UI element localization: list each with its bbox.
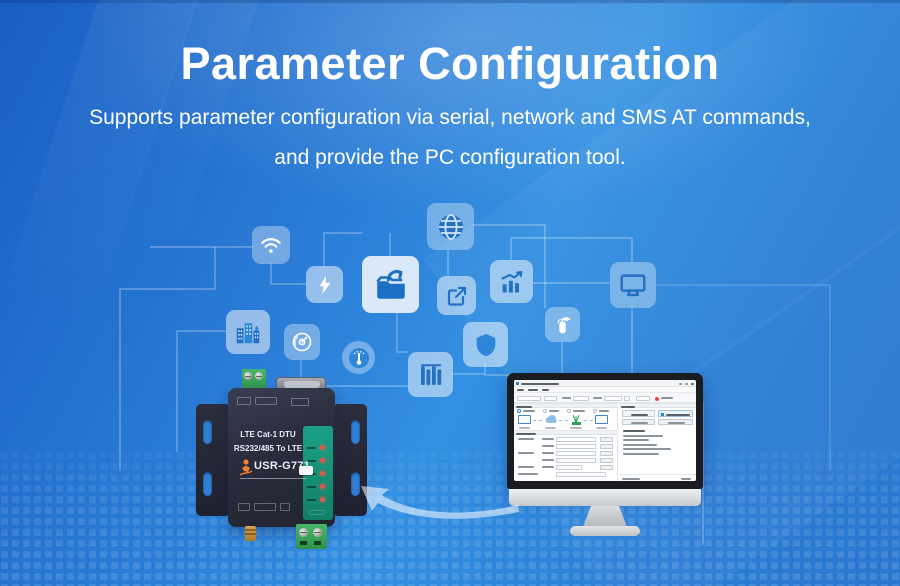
spinner: [624, 395, 630, 401]
gauge-icon: [284, 324, 320, 360]
thermometer-icon: [342, 341, 375, 374]
stopbit-select: [604, 395, 622, 401]
port-status-dot: [655, 396, 659, 401]
set-button: [600, 436, 613, 442]
heartbeat-input: [556, 464, 582, 470]
socket-a-addr-input: [556, 436, 596, 442]
globe-icon: [427, 203, 474, 250]
subtitle-line-1: Supports parameter configuration via ser…: [89, 106, 811, 129]
exit-config-button: [658, 419, 693, 425]
led-pwr: [320, 445, 325, 450]
socket-b-port-input: [556, 457, 596, 463]
set-button: [600, 450, 613, 456]
app-titlebar: [514, 380, 696, 387]
folder-upload-icon: [362, 256, 419, 313]
maximize-icon: [685, 382, 688, 385]
led-work: [320, 458, 325, 463]
settings-panel: [514, 403, 618, 481]
pc-node-icon: [518, 415, 531, 424]
shield-icon: [463, 322, 508, 367]
lightning-icon: [306, 266, 343, 303]
app-icon: [516, 382, 519, 385]
app-toolbar: [514, 393, 696, 403]
device-right-flange: [333, 404, 367, 516]
radio-mode-3: [567, 409, 571, 413]
device-model: USR-G771: [254, 460, 311, 472]
device-left-flange: [196, 404, 230, 516]
led-net: [320, 471, 325, 476]
set-button: [600, 457, 613, 463]
extinguisher-icon: [545, 307, 580, 342]
external-link-icon: [437, 276, 476, 315]
monitor-icon: [610, 262, 656, 308]
app-title-text: [521, 382, 559, 385]
set-button: [600, 443, 613, 449]
piano-keys-icon: [408, 352, 453, 397]
radio-mode-1: [517, 409, 521, 413]
lte-badge: [299, 466, 313, 475]
wifi-icon: [252, 226, 290, 264]
dtu-node-icon: [572, 414, 581, 425]
top-edge-shade: [0, 0, 900, 3]
power-terminal-block: [296, 524, 327, 549]
device-label-line1: LTE Cat-1 DTU: [240, 430, 296, 439]
config-tool-screenshot: [514, 380, 696, 481]
device-label-line2: RS232/485 To LTE: [233, 444, 303, 453]
parity-select: [573, 395, 589, 401]
com-port-select: [517, 395, 541, 401]
radio-mode-2: [543, 409, 547, 413]
page-title: Parameter Configuration: [180, 38, 720, 89]
radio-mode-4: [593, 409, 597, 413]
enter-config-button: [622, 419, 655, 425]
device-led-panel: [299, 426, 333, 520]
baud-select: [544, 395, 557, 401]
socket-a-port-input: [556, 443, 596, 449]
city-buildings-icon: [226, 310, 270, 354]
help-panel: [619, 403, 696, 481]
monitor-chin: [509, 489, 701, 506]
led-rx: [320, 497, 325, 502]
work-mode-row: [514, 408, 618, 430]
socket-b-addr-input: [556, 450, 596, 456]
serial-terminal-block: [242, 369, 266, 391]
set-button: [600, 464, 613, 470]
close-icon: [691, 382, 694, 385]
monitor-stand: [583, 506, 627, 527]
usr-logo: [239, 459, 253, 476]
led-tx: [320, 484, 325, 489]
device-body: LTE Cat-1 DTU RS232/485 To LTE USR-G771: [228, 388, 335, 527]
minimize-icon: [679, 382, 682, 385]
subtitle-line-2: and provide the PC configuration tool.: [274, 146, 626, 169]
sma-antenna-connector: [245, 526, 256, 541]
save-params-button: [658, 410, 693, 417]
monitor-base: [570, 526, 640, 536]
regdata-input: [556, 471, 606, 477]
checkbox-checked: [661, 413, 664, 416]
device-node-icon: [595, 415, 608, 424]
chart-growth-icon: [490, 260, 533, 303]
read-params-button: [622, 410, 655, 417]
cloud-node-icon: [545, 415, 557, 423]
open-port-button: [636, 395, 650, 401]
status-bar: [619, 474, 696, 481]
app-menubar: [514, 387, 696, 393]
